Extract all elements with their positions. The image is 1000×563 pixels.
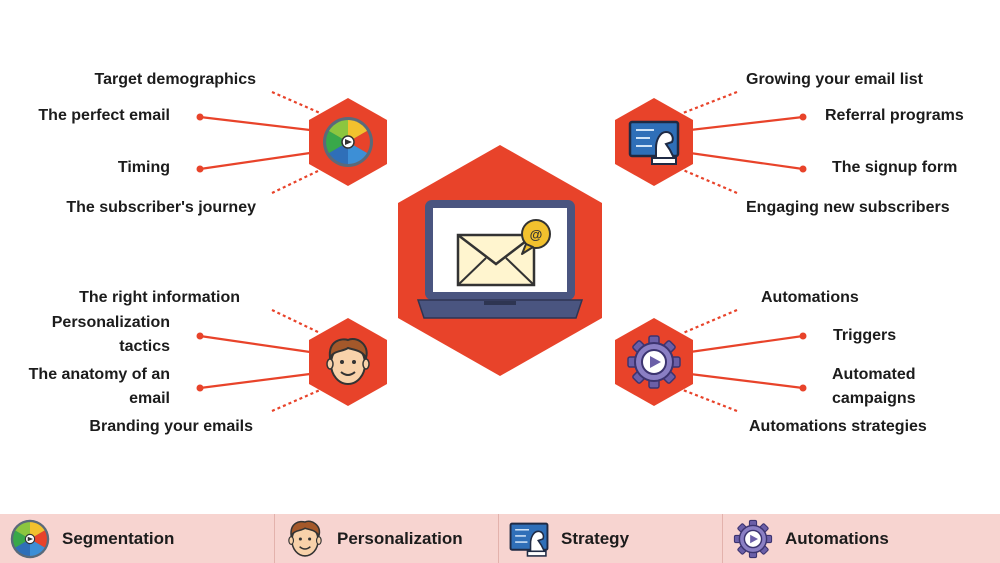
svg-text:@: @ (530, 227, 543, 242)
segmentation-pie-icon (323, 117, 373, 167)
person-face-icon (285, 519, 325, 559)
tab-label: Strategy (561, 529, 629, 549)
automations-node (615, 318, 693, 406)
strategy-connectors (683, 92, 807, 193)
personalization-connectors (197, 310, 321, 411)
strategy-item-engaging-subscribers: Engaging new subscribers (746, 196, 950, 220)
segmentation-item-perfect-email: The perfect email (0, 104, 170, 128)
segmentation-item-subscriber-journey: The subscriber's journey (20, 196, 256, 220)
segmentation-item-target-demographics: Target demographics (40, 68, 256, 92)
footer-tab-bar: Segmentation Personalization Strategy Au… (0, 514, 1000, 563)
automations-item-campaigns: Automated campaigns (832, 363, 932, 411)
automations-connectors (683, 310, 807, 411)
gear-play-icon (733, 519, 773, 559)
tab-automations[interactable]: Automations (723, 514, 1000, 563)
strategy-item-signup-form: The signup form (832, 156, 957, 180)
automations-item-triggers: Triggers (833, 324, 896, 348)
personalization-item-right-information: The right information (20, 286, 240, 310)
tab-strategy[interactable]: Strategy (499, 514, 723, 563)
strategy-item-growing-list: Growing your email list (746, 68, 923, 92)
center-node: @ (398, 145, 602, 376)
tab-label: Personalization (337, 529, 463, 549)
personalization-item-branding: Branding your emails (20, 415, 253, 439)
tab-label: Segmentation (62, 529, 174, 549)
automations-item-automations: Automations (761, 286, 859, 310)
tab-label: Automations (785, 529, 889, 549)
segmentation-pie-icon (10, 519, 50, 559)
strategy-item-referral-programs: Referral programs (825, 104, 964, 128)
tab-personalization[interactable]: Personalization (275, 514, 499, 563)
strategy-node (615, 98, 693, 186)
gear-play-icon (628, 336, 680, 388)
segmentation-item-timing: Timing (0, 156, 170, 180)
tab-segmentation[interactable]: Segmentation (0, 514, 275, 563)
strategy-chess-icon (509, 519, 549, 559)
personalization-item-anatomy-email: The anatomy of an email (10, 363, 170, 411)
segmentation-node (309, 98, 387, 186)
segmentation-connectors (197, 92, 321, 193)
automations-item-strategies: Automations strategies (749, 415, 927, 439)
laptop-email-icon: @ (418, 200, 582, 318)
personalization-item-tactics: Personalization tactics (40, 311, 170, 359)
personalization-node (309, 318, 387, 406)
